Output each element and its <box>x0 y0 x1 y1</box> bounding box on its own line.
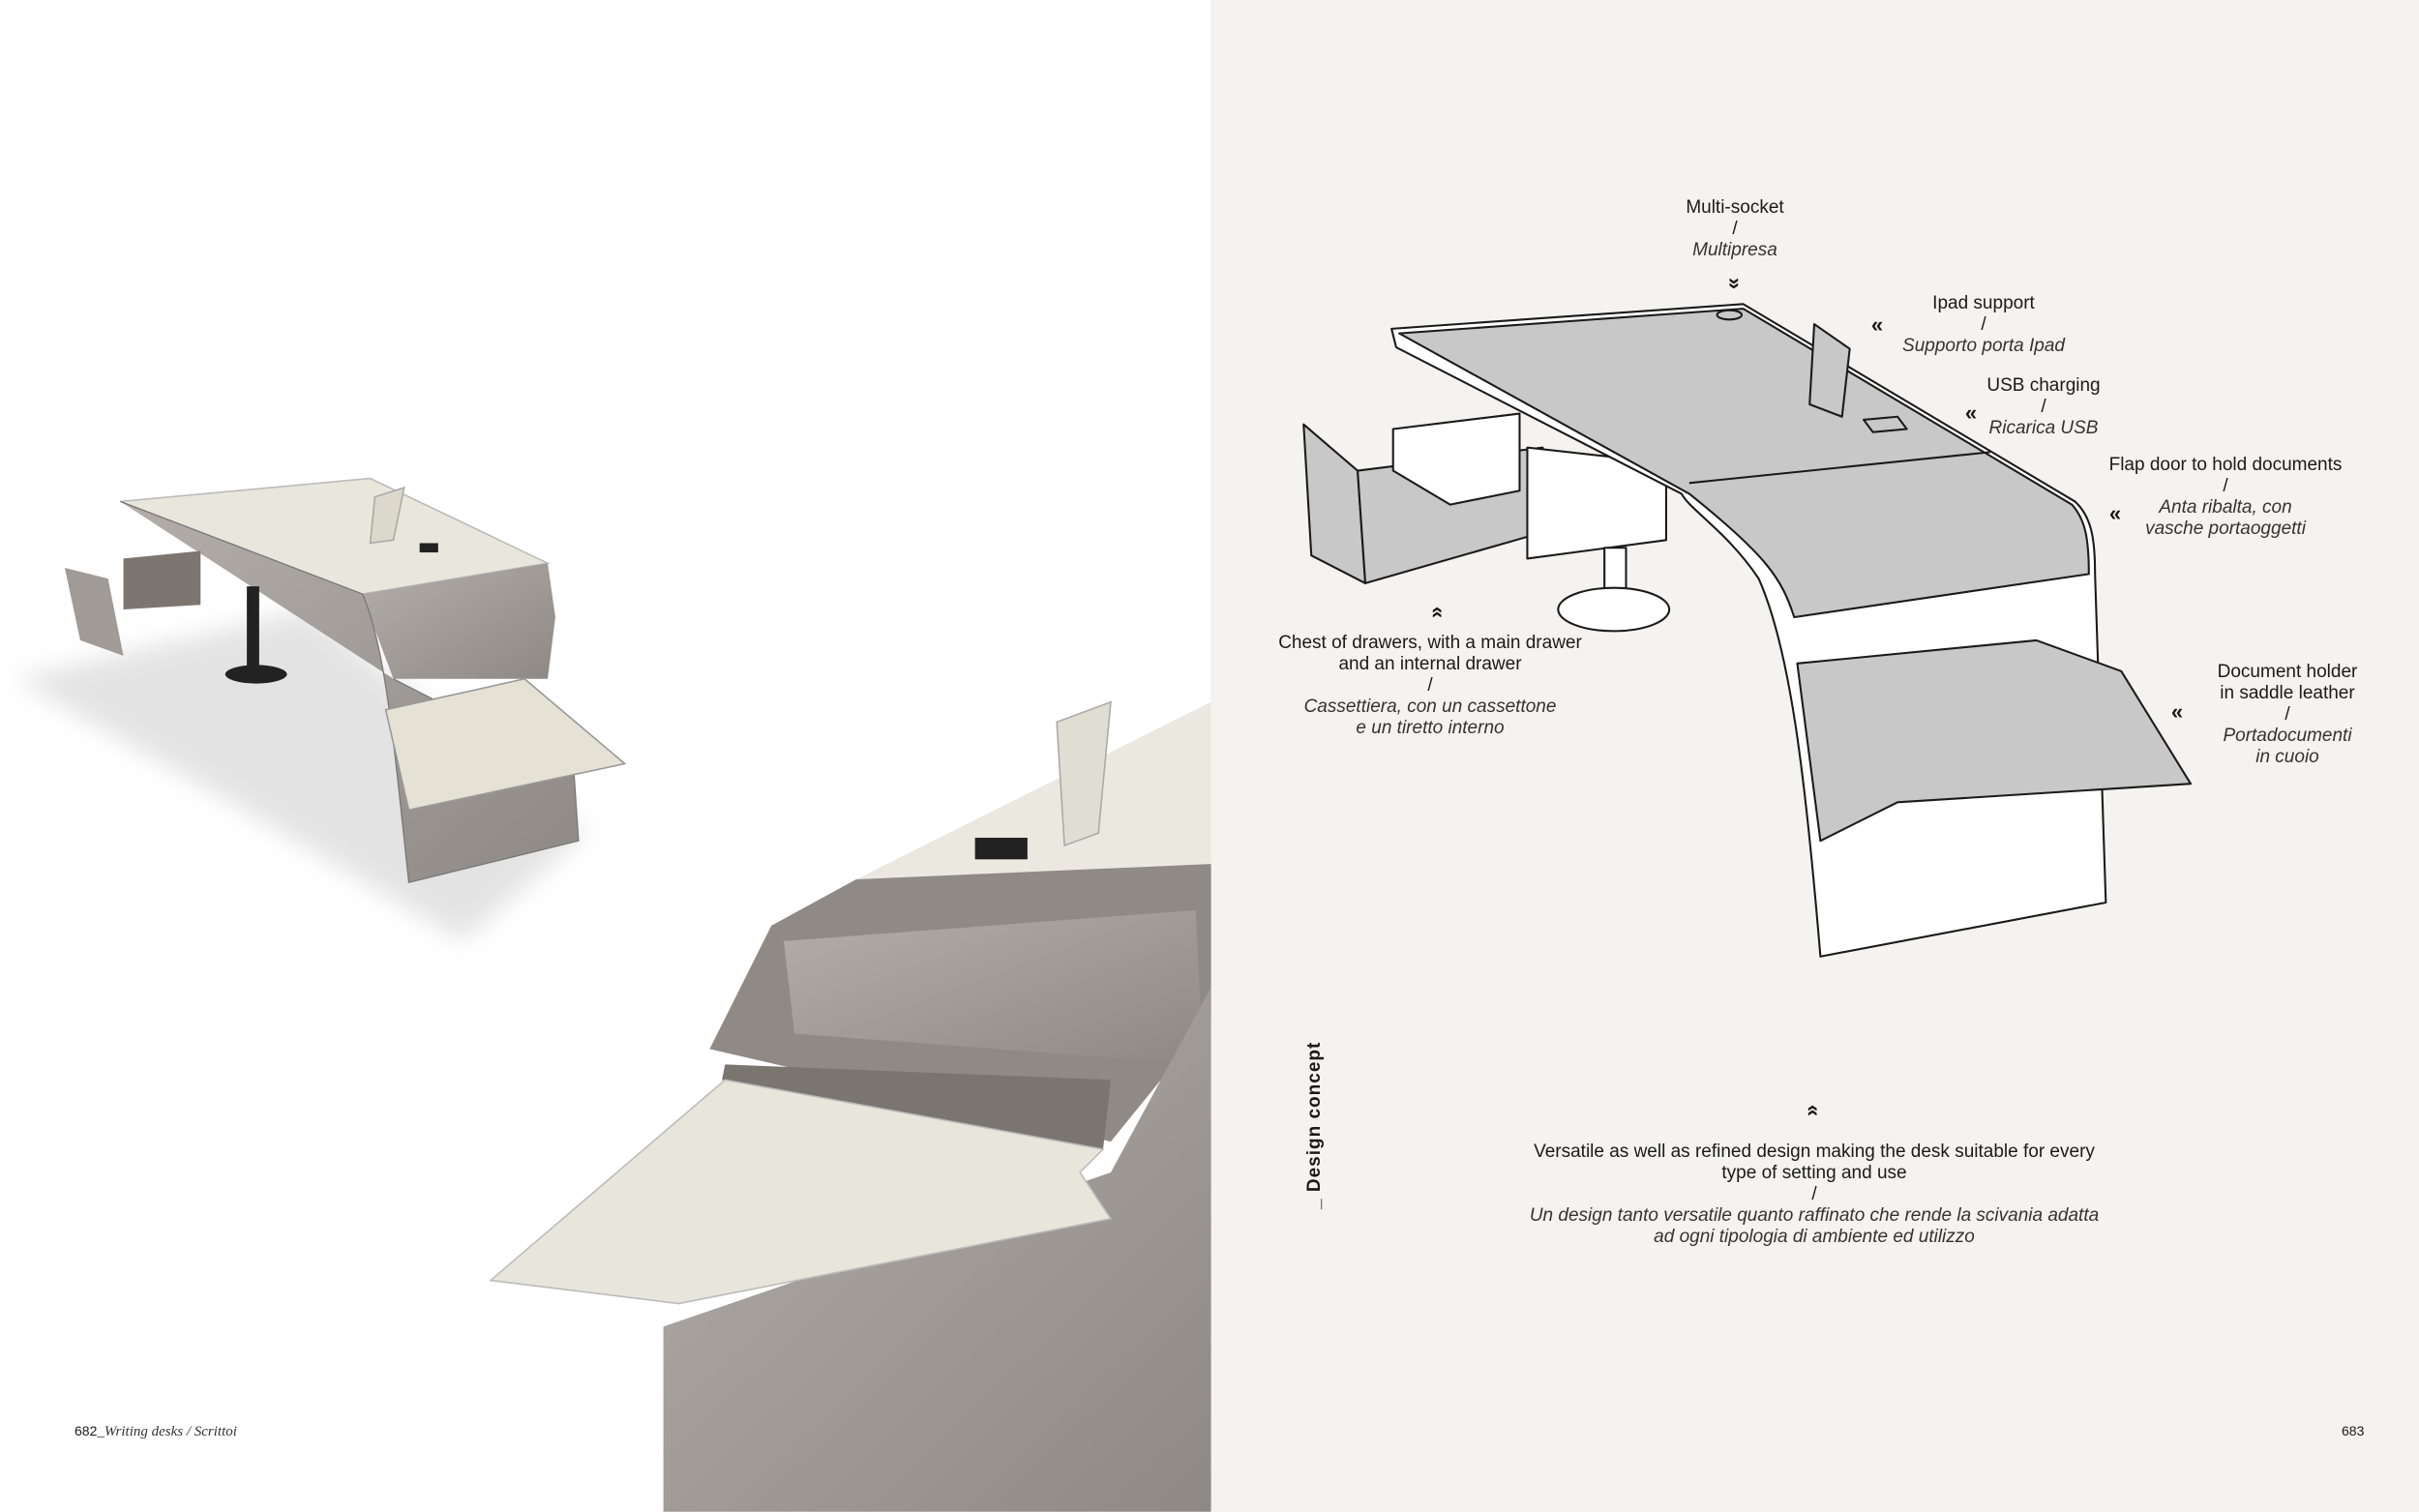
callout-en: in saddle leather <box>2220 683 2355 703</box>
callout-en: and an internal drawer <box>1338 654 1522 674</box>
callout-usb-charging: USB charging / Ricarica USB <box>1986 375 2100 439</box>
page-number: 682 <box>75 1423 98 1438</box>
desk-line-drawing <box>1302 303 2193 958</box>
callout-it: in cuoio <box>2255 747 2319 767</box>
callout-en: Document holder <box>2217 662 2358 682</box>
callout-it: Multipresa <box>1692 240 1777 260</box>
callout-multi-socket: Multi-socket / Multipresa <box>1686 197 1783 261</box>
concept-it: ad ogni tipologia di ambiente ed utilizz… <box>1654 1227 1975 1247</box>
callout-en: USB charging <box>1986 375 2101 396</box>
desk-photo-small <box>15 477 627 941</box>
section-title: _Writing desks / Scrittoi <box>97 1424 237 1439</box>
callout-flap-door: Flap door to hold documents / Anta ribal… <box>2109 455 2343 540</box>
callout-en: Flap door to hold documents <box>2108 455 2343 475</box>
concept-en: type of setting and use <box>1721 1163 1907 1183</box>
callout-it: vasche portaoggetti <box>2145 519 2306 539</box>
callout-it: Ricarica USB <box>1988 418 2099 438</box>
concept-it: Un design tanto versatile quanto raffina… <box>1529 1205 2100 1226</box>
callout-it: Cassettiera, con un cassettone <box>1303 697 1557 717</box>
callout-sep: / <box>1427 675 1433 696</box>
double-chevron-left-icon: « <box>1964 400 1978 425</box>
double-chevron-up-icon: » <box>1799 1104 1823 1117</box>
double-chevron-up-icon: » <box>1423 606 1448 619</box>
callout-chest-of-drawers: Chest of drawers, with a main drawer and… <box>1278 633 1582 739</box>
callout-it: Anta ribalta, con <box>2159 497 2292 518</box>
double-chevron-left-icon: « <box>1870 312 1884 337</box>
desk-photo-closeup <box>489 700 1211 1512</box>
section-label: _ Design concept <box>1304 1041 1325 1209</box>
callout-document-holder: Document holder in saddle leather / Port… <box>2218 662 2358 768</box>
callout-ipad-support: Ipad support / Supporto porta Ipad <box>1902 293 2065 357</box>
concept-sep: / <box>1811 1184 1817 1204</box>
double-chevron-down-icon: » <box>1723 277 1747 290</box>
callout-sep: / <box>1981 314 1986 335</box>
callout-sep: / <box>2285 704 2290 725</box>
design-concept-text: Versatile as well as refined design maki… <box>1530 1141 2099 1248</box>
double-chevron-left-icon: « <box>2108 501 2122 525</box>
callout-en: Multi-socket <box>1686 197 1784 218</box>
concept-en: Versatile as well as refined design maki… <box>1534 1141 2095 1162</box>
callout-sep: / <box>1732 219 1738 239</box>
page-number: 683 <box>2342 1423 2365 1438</box>
callout-en: Chest of drawers, with a main drawer <box>1278 633 1582 653</box>
callout-it: e un tiretto interno <box>1356 718 1505 738</box>
callout-it: Portadocumenti <box>2223 726 2352 746</box>
callout-sep: / <box>2223 476 2228 496</box>
double-chevron-left-icon: « <box>2170 699 2184 724</box>
callout-it: Supporto porta Ipad <box>1902 336 2065 356</box>
folio-left: 682_Writing desks / Scrittoi <box>75 1423 237 1440</box>
callout-sep: / <box>2041 397 2046 417</box>
callout-en: Ipad support <box>1932 293 2035 313</box>
